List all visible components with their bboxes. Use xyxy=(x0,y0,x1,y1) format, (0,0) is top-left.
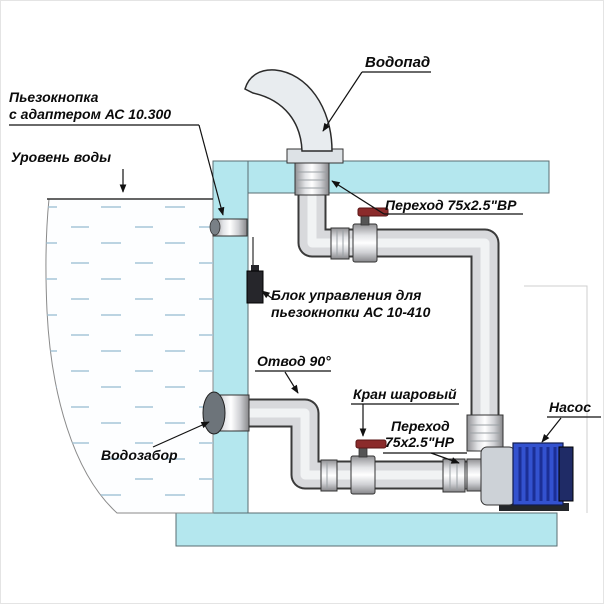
deck-ledge xyxy=(247,160,550,194)
leader-waterfall xyxy=(322,71,363,132)
label-control-line1: Блок управления для xyxy=(271,287,421,303)
label-waterfall: Водопад xyxy=(365,54,430,71)
leader-adapter-nr xyxy=(430,452,460,464)
control-nub xyxy=(251,265,259,272)
motor-fins xyxy=(518,447,557,501)
waterfall-spout xyxy=(244,69,344,164)
pipe-top-run xyxy=(297,151,500,449)
piezo-face xyxy=(209,218,221,236)
ball-valve-top xyxy=(352,207,389,263)
spout-crescent xyxy=(244,69,333,152)
ball-valve-bottom xyxy=(350,439,387,495)
water-intake-fitting xyxy=(202,391,250,435)
pipe-bottom-run xyxy=(215,398,475,490)
coupling-body xyxy=(330,227,350,260)
label-piezo-line2: с адаптером АС 10.300 xyxy=(9,106,171,122)
label-intake: Водозабор xyxy=(101,447,178,463)
union-coupling-riser xyxy=(466,414,504,452)
leader-elbow90 xyxy=(284,371,299,394)
leader-piezo xyxy=(198,124,225,216)
coupling-bottom xyxy=(320,459,338,492)
water-body xyxy=(45,198,214,514)
floor-slab xyxy=(175,512,558,547)
pit-outline xyxy=(524,285,588,513)
label-adapter-nr-line2: 75х2.5"НР xyxy=(385,434,455,450)
label-ball-valve: Кран шаровый xyxy=(353,386,457,402)
annotations: Водопад Пьезокнопка с адаптером АС 10.30… xyxy=(9,54,601,464)
leader-intake xyxy=(152,421,210,448)
pipe-bottom-highlight xyxy=(215,408,475,480)
label-adapter-vr: Переход 75х2.5"ВР xyxy=(385,197,517,213)
pool-wall xyxy=(212,160,249,514)
valve-handle xyxy=(357,207,389,217)
leader-control xyxy=(261,290,274,300)
label-adapter-nr-line1: Переход xyxy=(391,418,450,434)
adapter-body xyxy=(442,458,466,493)
valve-body xyxy=(350,455,376,495)
leader-pump xyxy=(541,417,562,443)
label-piezo-line1: Пьезокнопка xyxy=(9,89,99,105)
piezo-button-device xyxy=(209,218,254,271)
pump-feet xyxy=(499,503,569,511)
adapter-vr-collar xyxy=(294,162,330,196)
valve-handle xyxy=(355,439,387,449)
pump-end-cap xyxy=(558,446,574,502)
label-control-line2: пьезокнопки АС 10-410 xyxy=(271,304,431,320)
pipe-top-highlight xyxy=(307,151,490,449)
label-water-level: Уровень воды xyxy=(11,149,111,165)
leader-adapter-vr xyxy=(331,180,385,215)
valve-body xyxy=(352,223,378,263)
coupling-top xyxy=(330,227,350,260)
label-pump: Насос xyxy=(549,399,591,415)
water-ripples xyxy=(45,199,214,513)
pump-volute xyxy=(480,446,516,506)
control-unit xyxy=(246,265,264,304)
control-box xyxy=(246,270,264,304)
intake-disc xyxy=(202,391,226,435)
label-elbow90: Отвод 90° xyxy=(257,353,331,369)
pump xyxy=(466,442,574,511)
collar-body xyxy=(294,162,330,196)
coupling-body xyxy=(320,459,338,492)
